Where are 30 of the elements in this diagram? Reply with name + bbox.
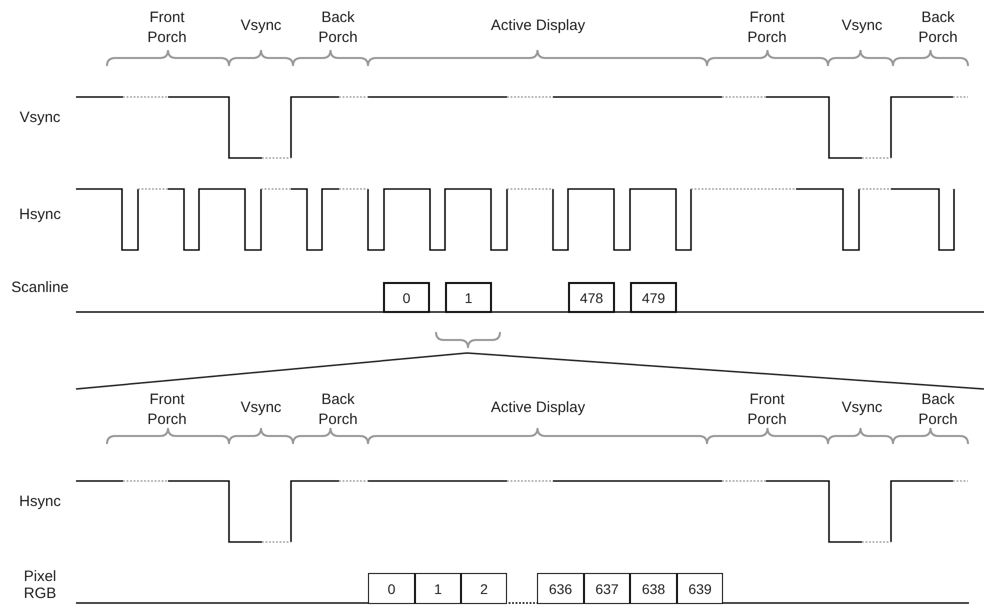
timing-label: Active Display (490, 16, 586, 36)
timing-label: Vsync (240, 398, 282, 418)
pixel-box: 637 (584, 573, 630, 604)
timing-label: Active Display (490, 398, 586, 418)
signal-label: Pixel RGB (22, 568, 58, 602)
timing-label: Back Porch (917, 8, 959, 48)
timing-label: Front Porch (146, 390, 188, 430)
scanline-box: 478 (568, 282, 615, 313)
scanline-box: 0 (383, 282, 430, 313)
signal-label: Scanline (10, 278, 70, 298)
pixel-box: 638 (630, 573, 677, 604)
signal-label: Hsync (18, 205, 62, 225)
timing-label: Front Porch (146, 8, 188, 48)
signal-label: Hsync (18, 492, 62, 512)
timing-label: Back Porch (917, 390, 959, 430)
pixel-box: 2 (461, 573, 507, 604)
timing-label: Vsync (840, 16, 884, 36)
scanline-box: 479 (630, 282, 677, 313)
signal-label: Vsync (18, 108, 62, 128)
timing-label: Back Porch (317, 8, 359, 48)
pixel-box: 0 (368, 573, 415, 604)
timing-label: Vsync (840, 398, 884, 418)
pixel-box: 639 (677, 573, 723, 604)
timing-label: Back Porch (317, 390, 359, 430)
pixel-box: 1 (415, 573, 461, 604)
timing-label: Front Porch (746, 8, 788, 48)
timing-label: Front Porch (746, 390, 788, 430)
scanline-box: 1 (445, 282, 492, 313)
pixel-box: 636 (537, 573, 584, 604)
timing-label: Vsync (240, 16, 282, 36)
